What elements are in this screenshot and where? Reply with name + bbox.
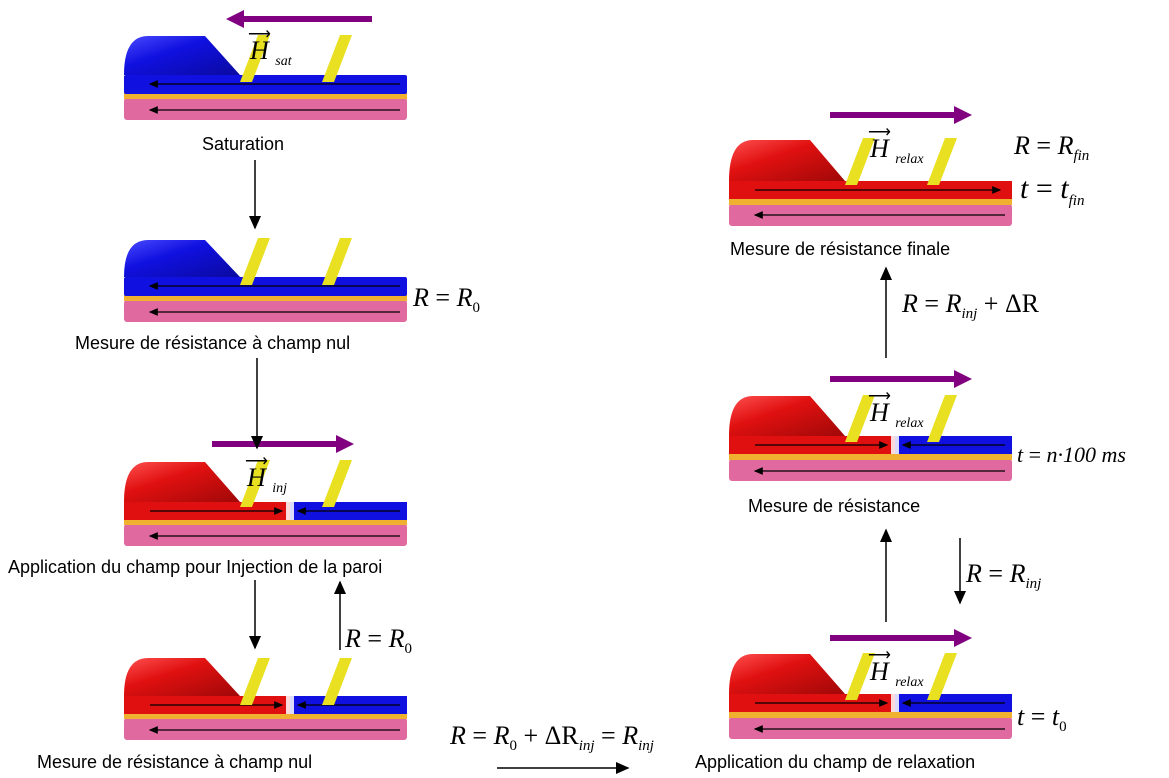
field-label-sat: ⟶ H sat xyxy=(248,26,292,70)
eq-r0: R = R0 xyxy=(413,283,480,317)
device-saturation xyxy=(124,10,407,120)
eq-tn: t = n·100 ms xyxy=(1017,442,1126,467)
device-relaxation xyxy=(729,629,1012,739)
device-measure xyxy=(729,370,1012,481)
label-zero-field-2: Mesure de résistance à champ nul xyxy=(37,752,313,772)
device-final xyxy=(729,106,1012,226)
label-relaxation: Application du champ de relaxation xyxy=(695,752,976,772)
domain-wall-reservoir xyxy=(124,36,240,75)
eq-r0-back: R = R0 xyxy=(345,624,412,658)
contact-left xyxy=(240,35,270,82)
field-label-relax-3: ⟶ H relax xyxy=(868,124,924,168)
field-label-relax-2: ⟶ H relax xyxy=(868,388,924,432)
eq-rfin: R = Rfin xyxy=(1014,131,1090,165)
device-injection xyxy=(124,435,407,546)
label-zero-field: Mesure de résistance à champ nul xyxy=(75,333,351,353)
field-label-inj: ⟶ H inj xyxy=(245,453,288,497)
field-label-relax-1: ⟶ H relax xyxy=(868,647,924,691)
label-measure: Mesure de résistance xyxy=(748,496,921,516)
label-injection: Application du champ pour Injection de l… xyxy=(8,557,383,577)
eq-t0: t = t0 xyxy=(1017,702,1067,736)
label-saturation: Saturation xyxy=(202,134,285,154)
contact-right xyxy=(322,35,352,82)
spacer-layer xyxy=(124,93,407,99)
label-final: Mesure de résistance finale xyxy=(730,239,951,259)
bottom-layer xyxy=(124,98,407,120)
eq-rinj: R = Rinj xyxy=(966,559,1042,593)
device-zero-field-2 xyxy=(124,658,407,740)
eq-rdelta: R = Rinj + ΔR xyxy=(902,289,1040,323)
eq-tfin: t = tfin xyxy=(1020,172,1085,209)
eq-transfer: R = R0 + ΔRinj = Rinj xyxy=(450,721,654,755)
device-zero-field xyxy=(124,238,407,322)
